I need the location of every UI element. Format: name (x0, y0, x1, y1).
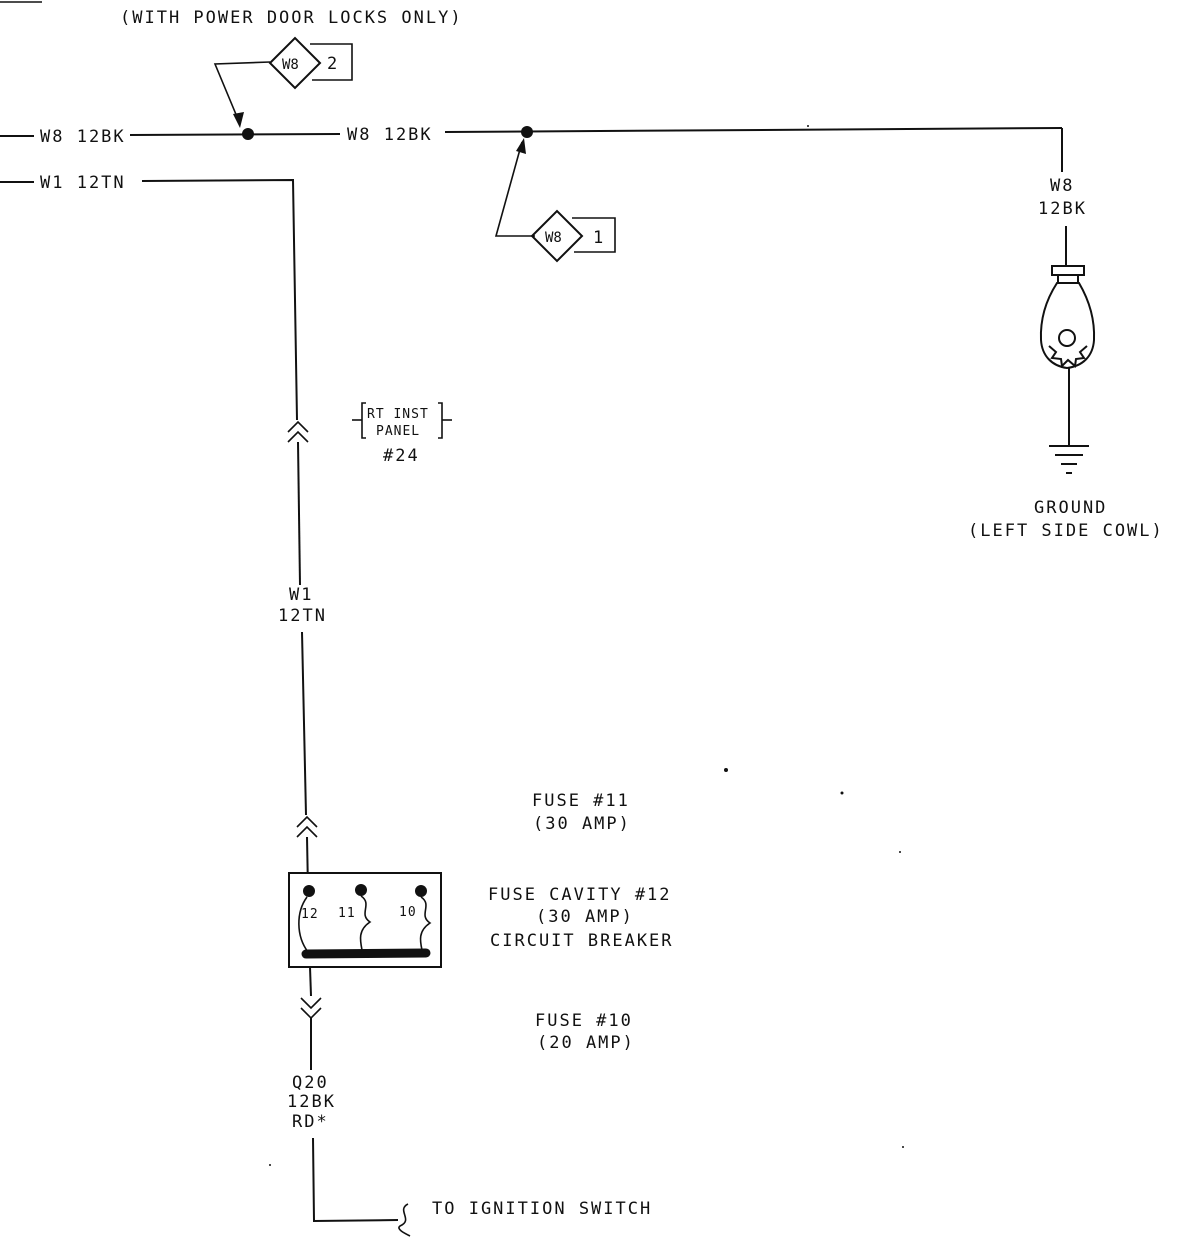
w8-right-wire-gauge: 12BK (1038, 199, 1087, 219)
w8-left-wire-label: W8 12BK (40, 127, 126, 147)
w1-wire-upper (141, 178, 298, 421)
w1-vertical-wire-gauge: 12TN (278, 606, 327, 626)
fuse-block-output-wire (309, 966, 312, 997)
fuse-terminal-12: 12 (301, 907, 319, 922)
fuse-cavity-12-type: CIRCUIT BREAKER (490, 931, 674, 951)
wire-break-icon (398, 1203, 411, 1237)
q20-wire-code: Q20 (292, 1073, 329, 1093)
print-specks (269, 125, 904, 1166)
fuse-block-icon (288, 872, 442, 968)
fuse-cavity-12-name: FUSE CAVITY #12 (488, 885, 672, 905)
fuse-terminal-11: 11 (338, 906, 356, 921)
q20-wire-lower (312, 1137, 399, 1223)
rt-inst-panel-connector-icon (352, 402, 452, 439)
connector-24-chevron-icon (287, 420, 309, 443)
fuse-11-name: FUSE #11 (532, 791, 630, 811)
splice-1-number: 1 (593, 228, 605, 248)
connector-number: #24 (383, 446, 420, 466)
connector-label-line1: RT INST (367, 407, 429, 422)
ground-location: (LEFT SIDE COWL) (968, 521, 1164, 541)
w8-right-wire-code: W8 (1050, 176, 1074, 196)
w1-left-wire-label: W1 12TN (40, 173, 126, 193)
w1-wire-middle (297, 441, 301, 586)
ignition-switch-destination: TO IGNITION SWITCH (432, 1199, 652, 1219)
fuse-10-name: FUSE #10 (535, 1011, 633, 1031)
fuse-block-input-chevron-icon (296, 815, 318, 838)
splice-callout-w8-1: W8 1 (494, 138, 616, 263)
w8-mid-wire-label: W8 12BK (347, 125, 433, 145)
fuse-block-output-chevron-icon (300, 997, 322, 1020)
q20-wire-gauge: 12BK (287, 1092, 336, 1112)
fuse-cavity-12-rating: (30 AMP) (536, 907, 634, 927)
fuse-11-rating: (30 AMP) (533, 814, 631, 834)
splice-point-2 (242, 128, 254, 140)
ground-eyelet-icon (1039, 265, 1096, 370)
w8-wire-segment-b (444, 127, 1063, 133)
splice-2-id: W8 (282, 57, 299, 73)
fuse-10-rating: (20 AMP) (537, 1033, 635, 1053)
splice-1-id: W8 (545, 230, 562, 246)
connector-label-line2: PANEL (376, 424, 420, 439)
w1-wire-lower (301, 631, 307, 816)
q20-wire-color: RD* (292, 1112, 329, 1132)
power-door-locks-note: (WITH POWER DOOR LOCKS ONLY) (120, 8, 463, 28)
splice-2-number: 2 (327, 54, 339, 74)
splice-point-1 (521, 126, 533, 138)
ground-label: GROUND (1034, 498, 1107, 518)
ground-symbol-icon (1049, 445, 1089, 474)
w1-vertical-wire-code: W1 (289, 585, 313, 605)
fuse-terminal-10: 10 (399, 905, 417, 920)
splice-callout-w8-2: W8 2 (213, 36, 353, 128)
w8-wire-segment-a (129, 133, 341, 136)
